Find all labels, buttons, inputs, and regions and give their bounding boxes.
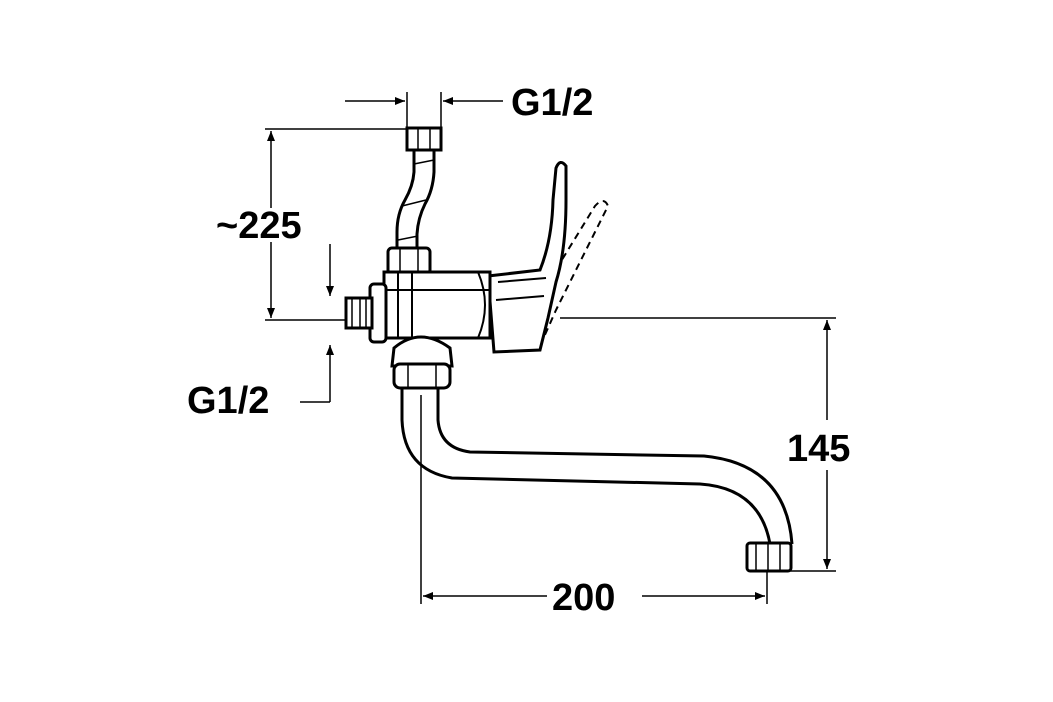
side-connector	[344, 282, 388, 344]
dim-height: ~225	[216, 128, 420, 321]
label-side-thread: G1/2	[187, 380, 269, 422]
valve-body	[382, 270, 492, 340]
lever-alt-position	[499, 200, 610, 347]
s-spout	[400, 388, 794, 545]
dim-spout-reach: 200	[420, 395, 768, 619]
top-connector	[405, 126, 443, 152]
upper-nut	[386, 246, 432, 276]
flexible-hose	[395, 150, 436, 250]
dim-side-thread: G1/2	[187, 244, 334, 422]
dim-top-thread: G1/2	[345, 82, 593, 128]
label-top-thread: G1/2	[511, 82, 593, 124]
label-spout-height: 145	[787, 428, 850, 470]
dim-spout-height: 145	[560, 317, 850, 572]
aerator	[745, 541, 793, 573]
lever-handle	[486, 161, 568, 354]
label-spout-reach: 200	[552, 577, 615, 619]
spout-swivel-nut	[390, 335, 454, 390]
label-height: ~225	[216, 205, 302, 247]
